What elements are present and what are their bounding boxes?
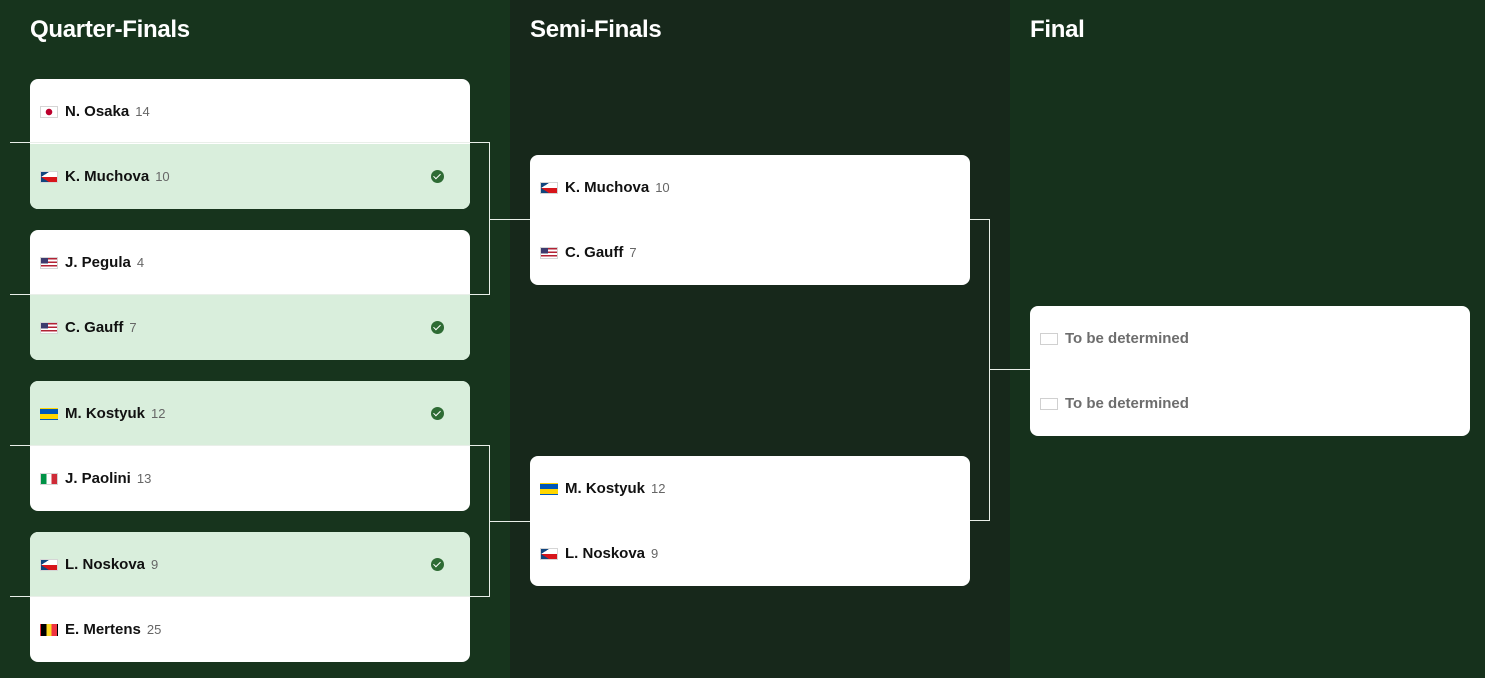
italy-flag-icon	[40, 472, 58, 485]
player-name-tbd: To be determined	[1065, 330, 1189, 347]
usa-flag-icon	[540, 246, 558, 259]
ukraine-flag-icon	[40, 407, 58, 420]
match-card-qf-4[interactable]: L. Noskova 9 E. Mertens 25	[30, 532, 470, 662]
player-row[interactable]: N. Osaka 14	[30, 79, 470, 144]
winner-check-icon	[431, 170, 444, 183]
player-row-winner[interactable]: K. Muchova 10	[30, 144, 470, 209]
player-row[interactable]: L. Noskova 9	[530, 521, 970, 586]
player-name: J. Pegula	[65, 254, 131, 271]
ukraine-flag-icon	[540, 482, 558, 495]
player-name: L. Noskova	[565, 545, 646, 562]
player-name: M. Kostyuk	[565, 480, 646, 497]
player-row[interactable]: To be determined	[1030, 306, 1470, 371]
connector-line	[970, 219, 990, 220]
player-row[interactable]: J. Pegula 4	[30, 230, 470, 295]
connector-line	[989, 369, 1030, 370]
match-card-final[interactable]: To be determined To be determined	[1030, 306, 1470, 436]
empty-flag-icon	[1040, 332, 1058, 345]
winner-check-icon	[431, 407, 444, 420]
czech-flag-icon	[540, 181, 558, 194]
match-card-sf-2[interactable]: M. Kostyuk 12 L. Noskova 9	[530, 456, 970, 586]
player-row[interactable]: J. Paolini 13	[30, 446, 470, 511]
player-seed: 9	[151, 557, 159, 572]
match-card-qf-3[interactable]: M. Kostyuk 12 J. Paolini 13	[30, 381, 470, 511]
player-seed: 9	[651, 546, 659, 561]
connector-line	[489, 219, 530, 220]
player-seed: 12	[651, 481, 666, 496]
player-row[interactable]: C. Gauff 7	[530, 220, 970, 285]
player-name: E. Mertens	[65, 621, 141, 638]
player-name-tbd: To be determined	[1065, 395, 1189, 412]
quarter-finals-column: Quarter-Finals N. Osaka 14 K. Muchova 10…	[0, 0, 510, 678]
player-name: L. Noskova	[65, 556, 146, 573]
match-card-qf-1[interactable]: N. Osaka 14 K. Muchova 10	[30, 79, 470, 209]
player-row-winner[interactable]: L. Noskova 9	[30, 532, 470, 597]
player-name: N. Osaka	[65, 103, 130, 120]
player-name: K. Muchova	[65, 168, 150, 185]
player-seed: 25	[146, 622, 162, 637]
player-row-winner[interactable]: C. Gauff 7	[30, 295, 470, 360]
player-name: J. Paolini	[65, 470, 131, 487]
connector-line	[489, 142, 490, 295]
player-seed: 7	[629, 245, 637, 260]
connector-line	[489, 521, 530, 522]
round-title-quarter-finals: Quarter-Finals	[30, 16, 190, 43]
usa-flag-icon	[40, 256, 58, 269]
empty-flag-icon	[1040, 397, 1058, 410]
player-name: C. Gauff	[565, 244, 624, 261]
japan-flag-icon	[40, 105, 58, 118]
connector-line	[10, 294, 490, 295]
connector-line	[970, 520, 990, 521]
player-seed: 7	[129, 320, 137, 335]
match-card-qf-2[interactable]: J. Pegula 4 C. Gauff 7	[30, 230, 470, 360]
player-seed: 14	[135, 104, 150, 119]
player-seed: 10	[155, 169, 170, 184]
match-card-sf-1[interactable]: K. Muchova 10 C. Gauff 7	[530, 155, 970, 285]
winner-check-icon	[431, 558, 444, 571]
round-title-semi-finals: Semi-Finals	[530, 16, 662, 43]
usa-flag-icon	[40, 321, 58, 334]
connector-line	[989, 219, 990, 521]
czech-flag-icon	[40, 558, 58, 571]
player-seed: 13	[136, 471, 152, 486]
player-row[interactable]: M. Kostyuk 12	[530, 456, 970, 521]
player-name: M. Kostyuk	[65, 405, 146, 422]
player-seed: 12	[151, 406, 166, 421]
player-seed: 4	[136, 255, 145, 270]
player-row[interactable]: To be determined	[1030, 371, 1470, 436]
connector-line	[10, 596, 490, 597]
player-name: K. Muchova	[565, 179, 650, 196]
connector-line	[10, 445, 490, 446]
final-column: Final To be determined To be determined	[1010, 0, 1485, 678]
player-row-winner[interactable]: M. Kostyuk 12	[30, 381, 470, 446]
player-name: C. Gauff	[65, 319, 124, 336]
czech-flag-icon	[540, 547, 558, 560]
player-row[interactable]: K. Muchova 10	[530, 155, 970, 220]
czech-flag-icon	[40, 170, 58, 183]
player-row[interactable]: E. Mertens 25	[30, 597, 470, 662]
winner-check-icon	[431, 321, 444, 334]
connector-line	[10, 142, 490, 143]
semi-finals-column: Semi-Finals K. Muchova 10 C. Gauff 7 M. …	[510, 0, 1010, 678]
player-seed: 10	[655, 180, 670, 195]
round-title-final: Final	[1030, 16, 1085, 43]
belgium-flag-icon	[40, 623, 58, 636]
